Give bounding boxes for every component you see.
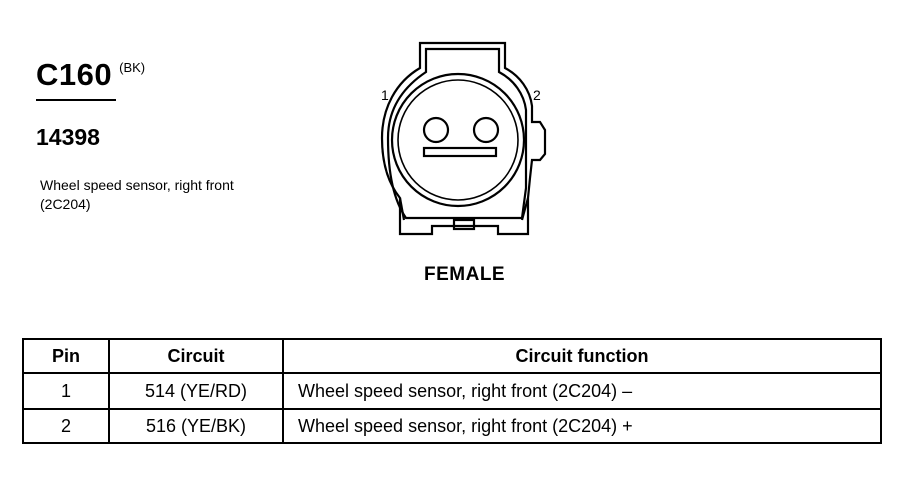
connector-description: Wheel speed sensor, right front (2C204): [40, 177, 234, 212]
heading-underline: [36, 99, 116, 101]
connector-heading: C160 (BK): [36, 58, 145, 92]
lower-guide-left: [398, 197, 406, 221]
lower-guide-right: [520, 197, 530, 221]
cell-circuit: 516 (YE/BK): [108, 408, 284, 444]
pin-1-terminal: [422, 116, 450, 144]
latch-tab: [452, 218, 476, 231]
connector-gender: FEMALE: [424, 264, 506, 285]
key-bar: [422, 146, 498, 158]
header-circuit-function: Circuit function: [282, 338, 882, 374]
pin-2-label: 2: [533, 87, 541, 103]
cell-circuit-function: Wheel speed sensor, right front (2C204) …: [282, 372, 882, 410]
cell-circuit-function: Wheel speed sensor, right front (2C204) …: [282, 408, 882, 444]
connector-face-circle: [390, 72, 526, 208]
pin-1-label: 1: [381, 87, 389, 103]
connector-code: C160: [36, 57, 113, 92]
table-row: 1 514 (YE/RD) Wheel speed sensor, right …: [22, 372, 882, 410]
cell-pin: 2: [22, 408, 110, 444]
housing-inner-rim: [386, 47, 528, 220]
header-pin: Pin: [22, 338, 110, 374]
connector-face-inner-circle: [397, 79, 519, 201]
part-number: 14398: [36, 124, 100, 150]
pin-2-terminal: [472, 116, 500, 144]
table-header-row: Pin Circuit Circuit function: [22, 338, 882, 374]
pinout-table: Pin Circuit Circuit function 1 514 (YE/R…: [22, 338, 882, 444]
connector-color: (BK): [119, 60, 146, 75]
housing-outline: [380, 41, 547, 236]
cell-pin: 1: [22, 372, 110, 410]
header-circuit: Circuit: [108, 338, 284, 374]
cell-circuit: 514 (YE/RD): [108, 372, 284, 410]
table-row: 2 516 (YE/BK) Wheel speed sensor, right …: [22, 408, 882, 444]
connector-face-diagram: [380, 41, 547, 236]
